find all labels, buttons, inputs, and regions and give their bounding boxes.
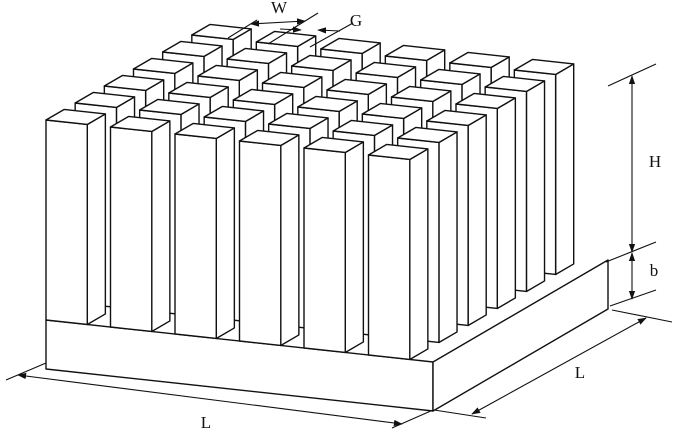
- fin-top-face: [267, 112, 329, 130]
- fin-top-face: [419, 68, 481, 86]
- fin-top-face: [74, 91, 136, 109]
- fin-side-face: [467, 114, 487, 327]
- fin-gap-label: G: [350, 11, 362, 30]
- fin-top-face: [174, 122, 236, 140]
- fin-top-face: [426, 109, 487, 127]
- fin-side-face: [215, 127, 236, 340]
- fin-top-face: [238, 129, 300, 147]
- fin-top-face: [226, 47, 288, 65]
- side-length-label: L: [575, 363, 585, 382]
- fin-side-face: [151, 120, 171, 333]
- front-length-ext-right: [391, 409, 434, 429]
- fin-top-face: [132, 57, 194, 75]
- front-length-label: L: [201, 413, 211, 432]
- fin-top-face: [261, 71, 323, 89]
- fin-top-face: [390, 85, 452, 103]
- fin-top-face: [138, 98, 200, 116]
- fin-side-face: [86, 113, 107, 326]
- fin-top-face: [449, 51, 510, 69]
- fin-top-face: [255, 30, 317, 48]
- heatsink-body: [45, 23, 609, 412]
- fin-gap-arrow-right: [317, 27, 341, 34]
- fin-top-face: [455, 92, 517, 110]
- fin-front-face: [303, 147, 346, 354]
- fin-side-face: [525, 80, 546, 293]
- side-length-ext-left: [433, 409, 487, 419]
- fin-top-face: [161, 40, 223, 58]
- fin-top-face: [168, 81, 229, 99]
- front-length-dimension: [17, 372, 403, 427]
- fin-top-face: [384, 44, 446, 62]
- fin-top-face: [191, 23, 252, 41]
- fin-top-face: [109, 115, 171, 133]
- fin-top-face: [45, 108, 107, 126]
- fin-base-ext: [605, 241, 657, 263]
- fin-gap-ext: [309, 22, 354, 48]
- fin-height-label: H: [649, 152, 661, 171]
- fin-top-face: [355, 61, 417, 79]
- fin-top-face: [103, 74, 165, 92]
- fin-top-face: [361, 102, 423, 120]
- fin-side-face: [496, 97, 517, 310]
- fin-top-face: [197, 64, 259, 82]
- base-thickness-label: b: [650, 261, 659, 280]
- fin-top-face: [290, 54, 352, 72]
- fin-top-face: [232, 88, 294, 106]
- fin-gap-arrow-left: [279, 26, 302, 33]
- fin-side-face: [409, 148, 429, 361]
- fin-side-face: [280, 134, 300, 347]
- side-length-ext-right: [611, 309, 673, 323]
- fin-top-face: [320, 37, 381, 55]
- fin-width-dimension: [250, 18, 306, 27]
- fin-front-face: [109, 126, 153, 333]
- fin-top-face: [297, 95, 358, 113]
- fin-top-face: [326, 78, 388, 96]
- fin-width-label: W: [271, 0, 288, 17]
- fin-top-face: [332, 119, 394, 137]
- side-length-dimension: [471, 317, 647, 415]
- fin-top-face: [303, 136, 365, 154]
- fin-height-top-ext: [607, 63, 657, 87]
- fin-top-face: [367, 143, 429, 161]
- dimension-lines: [5, 12, 673, 429]
- fin-front-face: [238, 140, 282, 347]
- fin-side-face: [438, 131, 458, 344]
- front-length-ext-left: [5, 362, 47, 381]
- fin-top-face: [396, 126, 458, 144]
- fin-front-face: [367, 154, 411, 361]
- base-bottom-ext: [609, 289, 657, 307]
- fin-side-face: [344, 141, 365, 354]
- fin-top-face: [484, 75, 546, 93]
- fin-front-face: [174, 133, 217, 340]
- fin-front-face: [45, 119, 88, 326]
- fin-top-face: [513, 58, 575, 76]
- fin-side-face: [554, 63, 575, 276]
- fin-top-face: [203, 105, 265, 123]
